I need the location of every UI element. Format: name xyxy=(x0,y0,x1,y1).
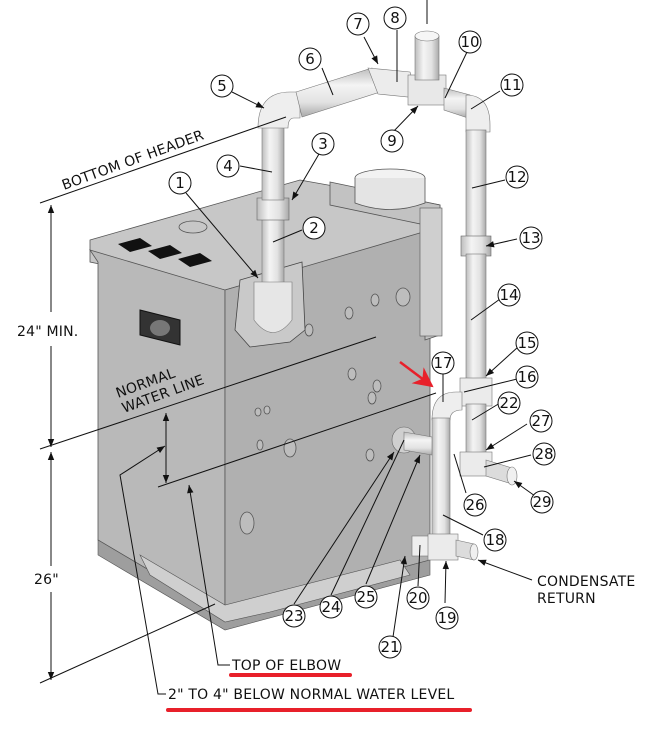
svg-text:3: 3 xyxy=(318,135,328,153)
callout-22: 22 xyxy=(497,391,521,415)
callout-16: 16 xyxy=(515,365,539,389)
callout-26: 26 xyxy=(463,493,487,517)
label-top-of-elbow: TOP OF ELBOW xyxy=(231,658,341,674)
boiler-tappings xyxy=(239,287,411,535)
callout-1: 1 xyxy=(168,171,192,195)
svg-text:19: 19 xyxy=(437,609,456,627)
svg-text:22: 22 xyxy=(499,394,518,412)
svg-text:5: 5 xyxy=(217,77,227,95)
dimension-lines xyxy=(39,116,437,695)
svg-text:10: 10 xyxy=(460,33,479,51)
top-vent-2 xyxy=(148,245,182,259)
callout-12: 12 xyxy=(505,165,529,189)
svg-text:2: 2 xyxy=(309,219,319,237)
equalizer-pipe-12 xyxy=(465,129,487,239)
svg-text:28: 28 xyxy=(534,445,553,463)
svg-text:27: 27 xyxy=(531,412,550,430)
svg-text:7: 7 xyxy=(353,15,363,33)
top-vent-3 xyxy=(178,253,212,267)
svg-text:25: 25 xyxy=(356,588,375,606)
callout-7: 7 xyxy=(346,12,370,36)
svg-text:4: 4 xyxy=(223,157,233,175)
top-port xyxy=(178,220,208,234)
header-pipe-6 xyxy=(295,67,381,118)
svg-text:21: 21 xyxy=(380,638,399,656)
svg-text:13: 13 xyxy=(521,229,540,247)
system-supply-cap xyxy=(414,30,440,42)
callout-19: 19 xyxy=(435,606,459,630)
callout-4: 4 xyxy=(216,154,240,178)
brand-badge-logo xyxy=(150,320,170,336)
union-3 xyxy=(256,197,290,221)
label-below-water-level: 2" TO 4" BELOW NORMAL WATER LEVEL xyxy=(168,687,454,703)
callout-bubbles: 1 2 3 4 5 6 7 8 9 10 11 12 13 14 15 16 1… xyxy=(168,6,556,659)
callout-21: 21 xyxy=(378,635,402,659)
svg-text:24: 24 xyxy=(321,598,340,616)
callout-5: 5 xyxy=(210,74,234,98)
condensate-inlet-end xyxy=(469,543,479,561)
callout-10: 10 xyxy=(458,30,482,54)
return-nipple-24 xyxy=(403,431,433,456)
callout-9: 9 xyxy=(380,129,404,153)
svg-text:11: 11 xyxy=(502,76,521,94)
callout-11: 11 xyxy=(500,73,524,97)
elbow-17 xyxy=(431,391,463,421)
callout-8: 8 xyxy=(383,6,407,30)
callout-13: 13 xyxy=(519,226,543,250)
callout-29: 29 xyxy=(530,490,554,514)
callout-24: 24 xyxy=(319,595,343,619)
supply-base-fitting xyxy=(253,281,293,333)
piping xyxy=(253,30,518,561)
dim-label-24-min: 24" MIN. xyxy=(17,324,78,340)
flue-box xyxy=(329,181,441,341)
svg-text:6: 6 xyxy=(305,50,315,68)
callout-2: 2 xyxy=(302,216,326,240)
svg-text:9: 9 xyxy=(387,132,397,150)
svg-text:18: 18 xyxy=(485,531,504,549)
tee-19 xyxy=(427,533,459,561)
elbow-11 xyxy=(465,94,491,133)
condensate-return-leader xyxy=(477,559,533,581)
flue-box-side xyxy=(419,207,443,337)
svg-text:29: 29 xyxy=(532,493,551,511)
svg-text:23: 23 xyxy=(284,607,303,625)
callout-6: 6 xyxy=(298,47,322,71)
callout-18: 18 xyxy=(483,528,507,552)
callout-23: 23 xyxy=(282,604,306,628)
return-pipe-18 xyxy=(431,417,451,539)
plug-29-end xyxy=(506,466,518,486)
callout-20: 20 xyxy=(406,586,430,610)
supply-riser-upper xyxy=(261,124,285,201)
svg-text:15: 15 xyxy=(517,334,536,352)
callout-28: 28 xyxy=(532,442,556,466)
svg-text:12: 12 xyxy=(507,168,526,186)
elbow-5 xyxy=(257,91,301,129)
callout-27: 27 xyxy=(529,409,553,433)
label-condensate-return-1: CONDENSATE xyxy=(537,574,635,590)
top-vent-1 xyxy=(118,238,152,252)
svg-text:14: 14 xyxy=(499,286,518,304)
boiler-legs xyxy=(139,554,411,623)
svg-text:1: 1 xyxy=(175,174,185,192)
svg-text:16: 16 xyxy=(517,368,536,386)
red-attention-arrow xyxy=(399,361,434,388)
equalizer-pipe-14 xyxy=(465,253,487,383)
callout-25: 25 xyxy=(354,585,378,609)
system-supply-riser xyxy=(414,35,440,81)
svg-text:8: 8 xyxy=(390,9,400,27)
svg-text:17: 17 xyxy=(433,354,452,372)
svg-text:26: 26 xyxy=(465,496,484,514)
callout-3: 3 xyxy=(311,132,335,156)
svg-text:20: 20 xyxy=(408,589,427,607)
label-condensate-return-2: RETURN xyxy=(537,591,596,607)
callout-15: 15 xyxy=(515,331,539,355)
callout-14: 14 xyxy=(497,283,521,307)
pipe-22 xyxy=(465,403,487,457)
flue-collar xyxy=(354,178,426,210)
supply-riser-lower xyxy=(261,209,285,291)
callout-17: 17 xyxy=(431,351,455,375)
dim-label-26: 26" xyxy=(34,572,59,588)
callout-leaders xyxy=(185,30,536,638)
